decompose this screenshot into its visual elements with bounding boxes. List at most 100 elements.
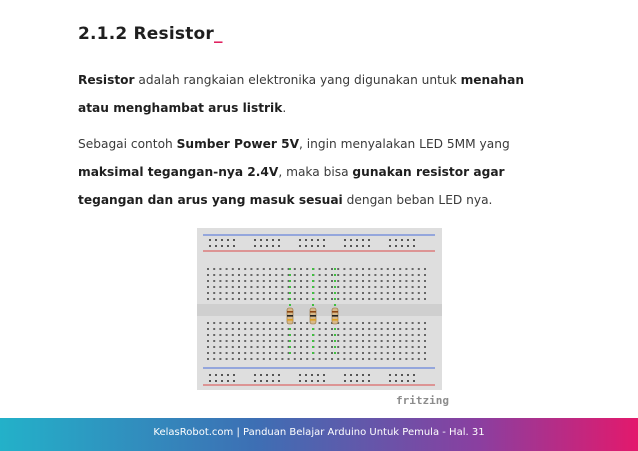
terminal-hole: [300, 358, 302, 360]
terminal-hole: [287, 352, 290, 354]
rail-hole: [215, 239, 217, 241]
terminal-hole: [225, 280, 228, 282]
terminal-hole: [417, 340, 420, 342]
terminal-hole: [324, 322, 327, 324]
terminal-hole: [207, 358, 209, 360]
terminal-hole: [374, 322, 377, 324]
rail-hole: [260, 239, 262, 241]
terminal-hole: [256, 328, 259, 330]
terminal-hole: [324, 274, 327, 276]
terminal-hole: [219, 292, 222, 294]
rail-hole: [227, 245, 229, 247]
rail-hole: [344, 239, 346, 241]
resistor-band: [332, 315, 338, 317]
terminal-hole: [399, 268, 402, 270]
terminal-hole: [424, 358, 426, 360]
terminal-hole: [300, 280, 302, 282]
terminal-hole: [293, 274, 296, 276]
rail-hole: [407, 374, 409, 376]
terminal-hole: [318, 358, 321, 360]
terminal-hole: [374, 358, 377, 360]
rail-hole: [323, 374, 325, 376]
terminal-hole: [269, 358, 271, 360]
terminal-hole: [269, 322, 271, 324]
terminal-hole: [281, 280, 284, 282]
terminal-hole: [238, 292, 240, 294]
rail-hole: [368, 239, 370, 241]
terminal-hole: [337, 280, 340, 282]
terminal-hole: [405, 346, 408, 348]
terminal-hole: [256, 334, 259, 336]
resistor-band: [332, 311, 338, 313]
terminal-hole: [293, 334, 296, 336]
terminal-hole: [219, 346, 222, 348]
terminal-hole: [244, 292, 247, 294]
terminal-hole: [368, 346, 371, 348]
terminal-hole: [362, 268, 364, 270]
terminal-hole: [262, 286, 265, 288]
rail-hole: [233, 239, 235, 241]
terminal-hole: [207, 268, 209, 270]
terminal-hole: [355, 286, 358, 288]
terminal-hole: [207, 322, 209, 324]
rail-hole: [368, 374, 370, 376]
terminal-hole: [281, 292, 284, 294]
rail-hole: [278, 374, 280, 376]
terminal-hole: [380, 334, 383, 336]
terminal-hole: [386, 274, 389, 276]
rail-hole: [209, 239, 211, 241]
rail-hole: [368, 380, 370, 382]
terminal-hole: [287, 340, 290, 342]
terminal-hole: [355, 298, 358, 300]
terminal-hole: [417, 292, 420, 294]
terminal-hole: [244, 268, 247, 270]
terminal-hole: [293, 280, 296, 282]
terminal-hole: [386, 352, 389, 354]
terminal-hole: [250, 346, 253, 348]
terminal-hole: [250, 292, 253, 294]
terminal-hole: [306, 280, 309, 282]
terminal-hole: [355, 328, 358, 330]
terminal-hole: [231, 340, 234, 342]
rail-hole: [389, 245, 391, 247]
terminal-hole: [343, 274, 346, 276]
terminal-hole: [287, 274, 290, 276]
terminal-hole: [244, 274, 247, 276]
terminal-hole: [393, 268, 395, 270]
terminal-hole: [207, 298, 209, 300]
rail-hole: [266, 245, 268, 247]
terminal-hole: [225, 346, 228, 348]
terminal-hole: [219, 280, 222, 282]
terminal-hole: [405, 274, 408, 276]
terminal-hole: [306, 292, 309, 294]
terminal-hole: [213, 298, 216, 300]
terminal-hole: [424, 346, 426, 348]
terminal-hole: [362, 334, 364, 336]
terminal-hole: [337, 298, 340, 300]
terminal-hole: [293, 298, 296, 300]
terminal-hole: [380, 358, 383, 360]
terminal-hole: [293, 322, 296, 324]
terminal-hole: [374, 340, 377, 342]
rail-hole: [311, 245, 313, 247]
terminal-hole: [374, 292, 377, 294]
terminal-hole: [287, 292, 290, 294]
terminal-hole: [256, 280, 259, 282]
terminal-hole: [256, 340, 259, 342]
terminal-hole: [250, 334, 253, 336]
terminal-hole: [213, 334, 216, 336]
terminal-hole: [293, 292, 296, 294]
rail-hole: [323, 245, 325, 247]
rail-hole: [311, 380, 313, 382]
terminal-hole: [250, 280, 253, 282]
terminal-hole: [262, 328, 265, 330]
terminal-hole: [405, 352, 408, 354]
rail-hole: [317, 245, 319, 247]
terminal-hole: [207, 280, 209, 282]
terminal-hole: [306, 346, 309, 348]
terminal-hole: [281, 286, 284, 288]
terminal-hole: [380, 286, 383, 288]
center-channel: [197, 304, 442, 316]
terminal-hole: [337, 358, 340, 360]
terminal-hole: [231, 346, 234, 348]
